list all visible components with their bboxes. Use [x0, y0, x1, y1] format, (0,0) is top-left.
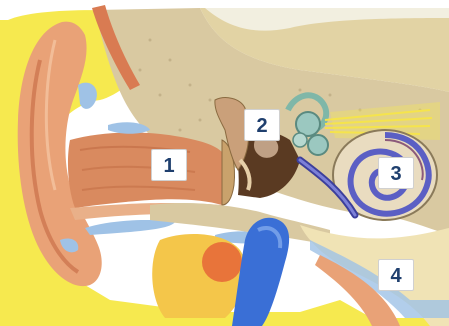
label-2: 2 — [244, 109, 280, 141]
ear-canal — [68, 133, 222, 208]
label-4: 4 — [378, 259, 414, 291]
label-3: 3 — [378, 157, 414, 189]
label-1: 1 — [151, 149, 187, 181]
artery-section — [202, 242, 242, 282]
